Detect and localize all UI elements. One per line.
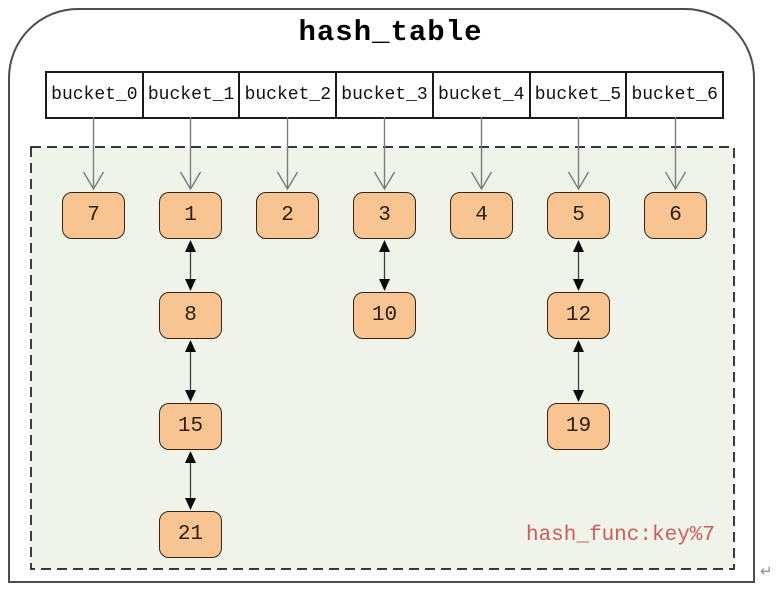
diagram-title: hash_table xyxy=(298,16,483,49)
node-3: 3 xyxy=(353,192,416,239)
node-10: 10 xyxy=(353,292,416,339)
bucket-cell-0: bucket_0 xyxy=(47,73,144,117)
node-12: 12 xyxy=(547,292,610,339)
bucket-cell-5: bucket_5 xyxy=(531,73,628,117)
node-15: 15 xyxy=(159,403,222,450)
node-1: 1 xyxy=(159,192,222,239)
node-4: 4 xyxy=(450,192,513,239)
bucket-cell-4: bucket_4 xyxy=(434,73,531,117)
node-8: 8 xyxy=(159,292,222,339)
node-2: 2 xyxy=(256,192,319,239)
node-5: 5 xyxy=(547,192,610,239)
bucket-cell-3: bucket_3 xyxy=(337,73,434,117)
bucket-cell-1: bucket_1 xyxy=(144,73,241,117)
node-21: 21 xyxy=(159,511,222,558)
node-19: 19 xyxy=(547,403,610,450)
hash-func-label: hash_func:key%7 xyxy=(525,524,715,547)
node-7: 7 xyxy=(62,192,125,239)
diagram-outer-border xyxy=(8,8,755,583)
node-6: 6 xyxy=(644,192,707,239)
bucket-cell-2: bucket_2 xyxy=(240,73,338,117)
bucket-cell-6: bucket_6 xyxy=(631,85,718,105)
return-mark-icon: ↵ xyxy=(760,562,773,580)
